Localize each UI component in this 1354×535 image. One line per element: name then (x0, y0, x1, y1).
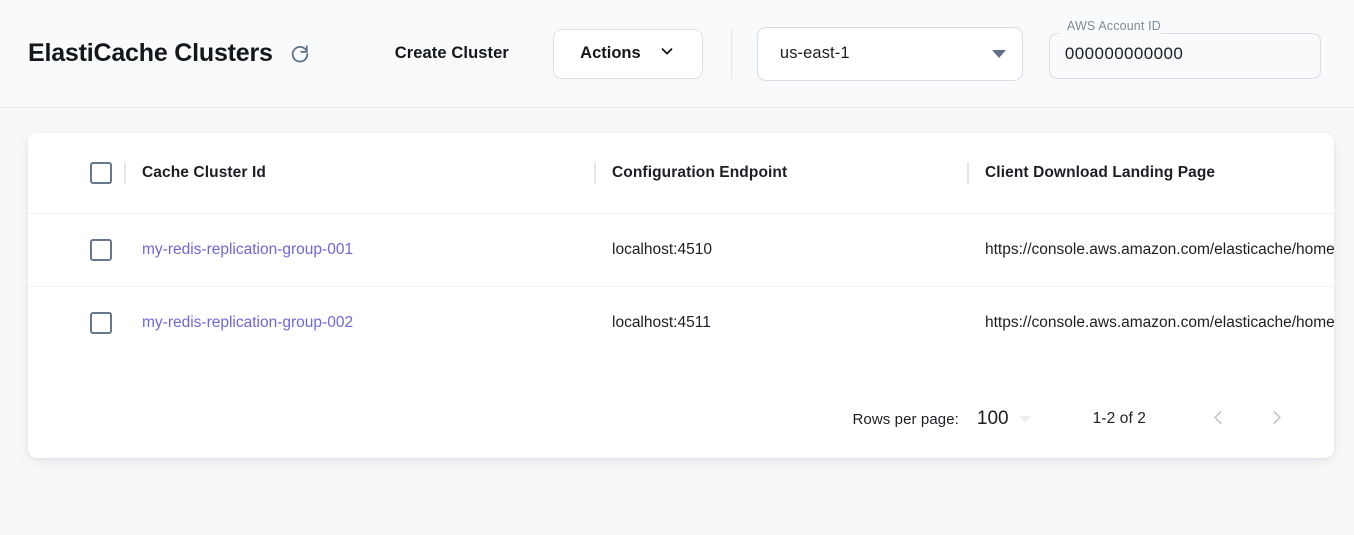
column-header-client-download-landing-page[interactable]: Client Download Landing Page (963, 133, 1334, 213)
header-divider (730, 28, 732, 79)
landing-page-text: https://console.aws.amazon.com/elasticac… (985, 313, 1334, 331)
region-select-value: us-east-1 (779, 44, 850, 62)
cell-cache-cluster-id: my-redis-replication-group-002 (120, 285, 590, 359)
rows-per-page-select[interactable]: 100 (977, 408, 1031, 430)
cell-client-download-landing-page: https://console.aws.amazon.com/elasticac… (963, 285, 1334, 359)
table-row[interactable]: my-redis-replication-group-002 localhost… (28, 285, 1334, 359)
row-select-cell (28, 285, 120, 359)
cell-configuration-endpoint: localhost:4511 (590, 285, 963, 359)
rows-per-page-label: Rows per page: (852, 410, 959, 428)
select-all-cell (28, 133, 120, 213)
actions-button-label: Actions (580, 44, 641, 62)
cell-client-download-landing-page: https://console.aws.amazon.com/elasticac… (963, 212, 1334, 286)
landing-page-text: https://console.aws.amazon.com/elasticac… (985, 240, 1334, 258)
table-row[interactable]: my-redis-replication-group-001 localhost… (28, 212, 1334, 286)
cell-configuration-endpoint: localhost:4510 (590, 212, 963, 286)
select-all-checkbox[interactable] (90, 161, 112, 184)
table-body: my-redis-replication-group-001 localhost… (28, 212, 1334, 359)
clusters-table: Cache Cluster Id Configuration Endpoint … (28, 133, 1334, 359)
triangle-down-icon (1018, 415, 1031, 423)
column-header-cache-cluster-id[interactable]: Cache Cluster Id (120, 133, 590, 213)
rows-per-page-value: 100 (976, 408, 1009, 429)
refresh-button[interactable] (283, 37, 317, 71)
table-pagination: Rows per page: 100 1-2 of 2 (28, 380, 1334, 458)
table-head: Cache Cluster Id Configuration Endpoint … (28, 133, 1334, 213)
table-header-row: Cache Cluster Id Configuration Endpoint … (28, 133, 1334, 213)
app-header: ElastiCache Clusters Create Cluster Acti… (0, 0, 1354, 108)
cluster-id-link[interactable]: my-redis-replication-group-001 (142, 240, 354, 258)
region-select[interactable]: us-east-1 (756, 26, 1023, 81)
row-checkbox[interactable] (90, 311, 112, 334)
row-checkbox[interactable] (90, 238, 112, 261)
page-title: ElastiCache Clusters (28, 39, 273, 67)
cell-cache-cluster-id: my-redis-replication-group-001 (120, 212, 590, 286)
chevron-left-icon (1208, 407, 1229, 431)
aws-account-id-input[interactable] (1048, 28, 1321, 79)
aws-account-id-field[interactable]: AWS Account ID AWS Account ID (1048, 19, 1321, 79)
chevron-right-icon (1266, 407, 1287, 431)
next-page-button[interactable] (1254, 397, 1298, 441)
clusters-card: Cache Cluster Id Configuration Endpoint … (28, 133, 1334, 458)
pagination-range-label: 1-2 of 2 (1092, 410, 1146, 427)
chevron-down-icon (658, 42, 676, 65)
refresh-icon (289, 43, 311, 65)
create-cluster-button[interactable]: Create Cluster (385, 36, 519, 71)
previous-page-button[interactable] (1196, 397, 1240, 441)
triangle-down-icon (991, 49, 1006, 58)
row-select-cell (28, 212, 120, 286)
actions-button[interactable]: Actions (552, 28, 703, 79)
cluster-id-link[interactable]: my-redis-replication-group-002 (142, 313, 354, 331)
column-header-configuration-endpoint[interactable]: Configuration Endpoint (590, 133, 963, 213)
